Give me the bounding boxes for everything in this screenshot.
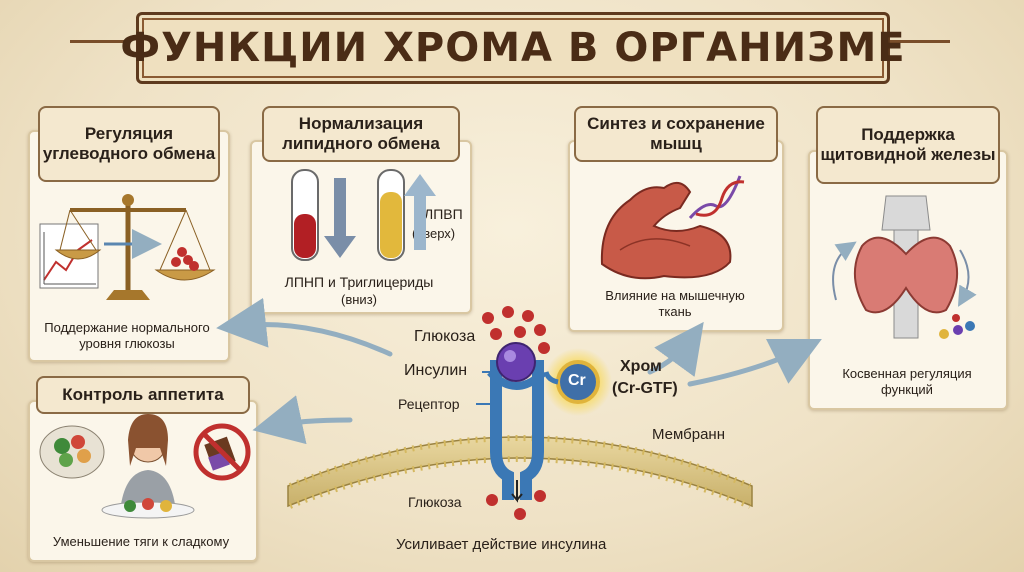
ldl-test-tube-icon — [291, 169, 319, 261]
chromium-form-label: (Cr-GTF) — [612, 380, 678, 397]
label-leaders — [476, 371, 492, 405]
ldl-direction: (вниз) — [341, 292, 377, 307]
connection-arrows — [216, 297, 822, 445]
chromium-label: Хром — [620, 358, 662, 375]
balance-scale-icon — [54, 194, 216, 300]
insulin-molecule — [496, 342, 536, 382]
chromium-atom — [543, 348, 612, 416]
dna-helix-icon — [688, 175, 745, 219]
card-lipid-heading-tab: Нормализация липидного обмена — [262, 106, 460, 162]
card-appetite-heading-tab: Контроль аппетита — [36, 376, 250, 414]
hdl-up-arrow-icon — [404, 174, 436, 250]
title-ornament-left — [70, 40, 130, 43]
arrow-to-thyroid — [687, 339, 822, 387]
healthy-food-bowl-icon — [39, 425, 105, 479]
arrow-to-muscle — [647, 321, 704, 377]
ldl-label: ЛПНП и Триглицериды — [284, 274, 434, 290]
glucose-molecules-bottom — [486, 480, 546, 520]
card-thyroid-caption: Косвенная регуляция функций — [842, 366, 972, 398]
card-carbohydrate-caption: Поддержание нормального уровня глюкозы — [44, 320, 210, 352]
glucose-top-label: Глюкоза — [414, 328, 476, 345]
insulin-effect-label: Усиливает действие инсулина — [396, 536, 607, 553]
card-appetite-heading: Контроль аппетита — [62, 385, 224, 405]
ldl-down-arrow-icon — [324, 178, 356, 258]
insulin-label: Инсулин — [404, 362, 468, 379]
card-thyroid-heading-tab: Поддержка щитовидной железы — [816, 106, 1000, 184]
card-muscle-heading: Синтез и сохранение мышц — [587, 114, 765, 153]
woman-eating-icon — [101, 414, 195, 519]
flexed-arm-icon — [600, 181, 732, 280]
title-banner: ФУНКЦИИ ХРОМА В ОРГАНИЗМЕ — [120, 12, 905, 84]
receptor-label: Рецептор — [398, 396, 460, 412]
card-appetite-caption: Уменьшение тяги к сладкому — [52, 534, 230, 549]
hdl-test-tube-icon — [377, 169, 405, 261]
cell-membrane — [287, 435, 753, 509]
title-ornament-right — [890, 40, 950, 43]
glucose-bottom-label: Глюкоза — [408, 494, 462, 510]
page-title: ФУНКЦИИ ХРОМА В ОРГАНИЗМЕ — [120, 25, 906, 71]
arrow-to-carbohydrate — [216, 297, 393, 357]
membrane-label: Мембранн — [652, 426, 725, 443]
card-carbohydrate-heading: Регуляция углеводного обмена — [42, 124, 216, 163]
card-muscle-heading-tab: Синтез и сохранение мышц — [574, 106, 778, 162]
hdl-label: ЛПВП — [424, 206, 463, 222]
card-lipid-heading: Нормализация липидного обмена — [282, 114, 440, 153]
insulin-receptor — [487, 360, 547, 500]
chromium-symbol: Cr — [568, 372, 586, 389]
glucose-molecules-top — [482, 306, 550, 354]
no-sweets-icon — [193, 423, 251, 481]
card-muscle-caption: Влияние на мышечную ткань — [605, 288, 745, 320]
card-carbohydrate-heading-tab: Регуляция углеводного обмена — [38, 106, 220, 182]
arrow-to-appetite — [252, 395, 353, 445]
card-lipid — [250, 140, 472, 314]
card-thyroid-heading: Поддержка щитовидной железы — [820, 125, 996, 164]
thyroid-gland-icon — [832, 195, 977, 339]
